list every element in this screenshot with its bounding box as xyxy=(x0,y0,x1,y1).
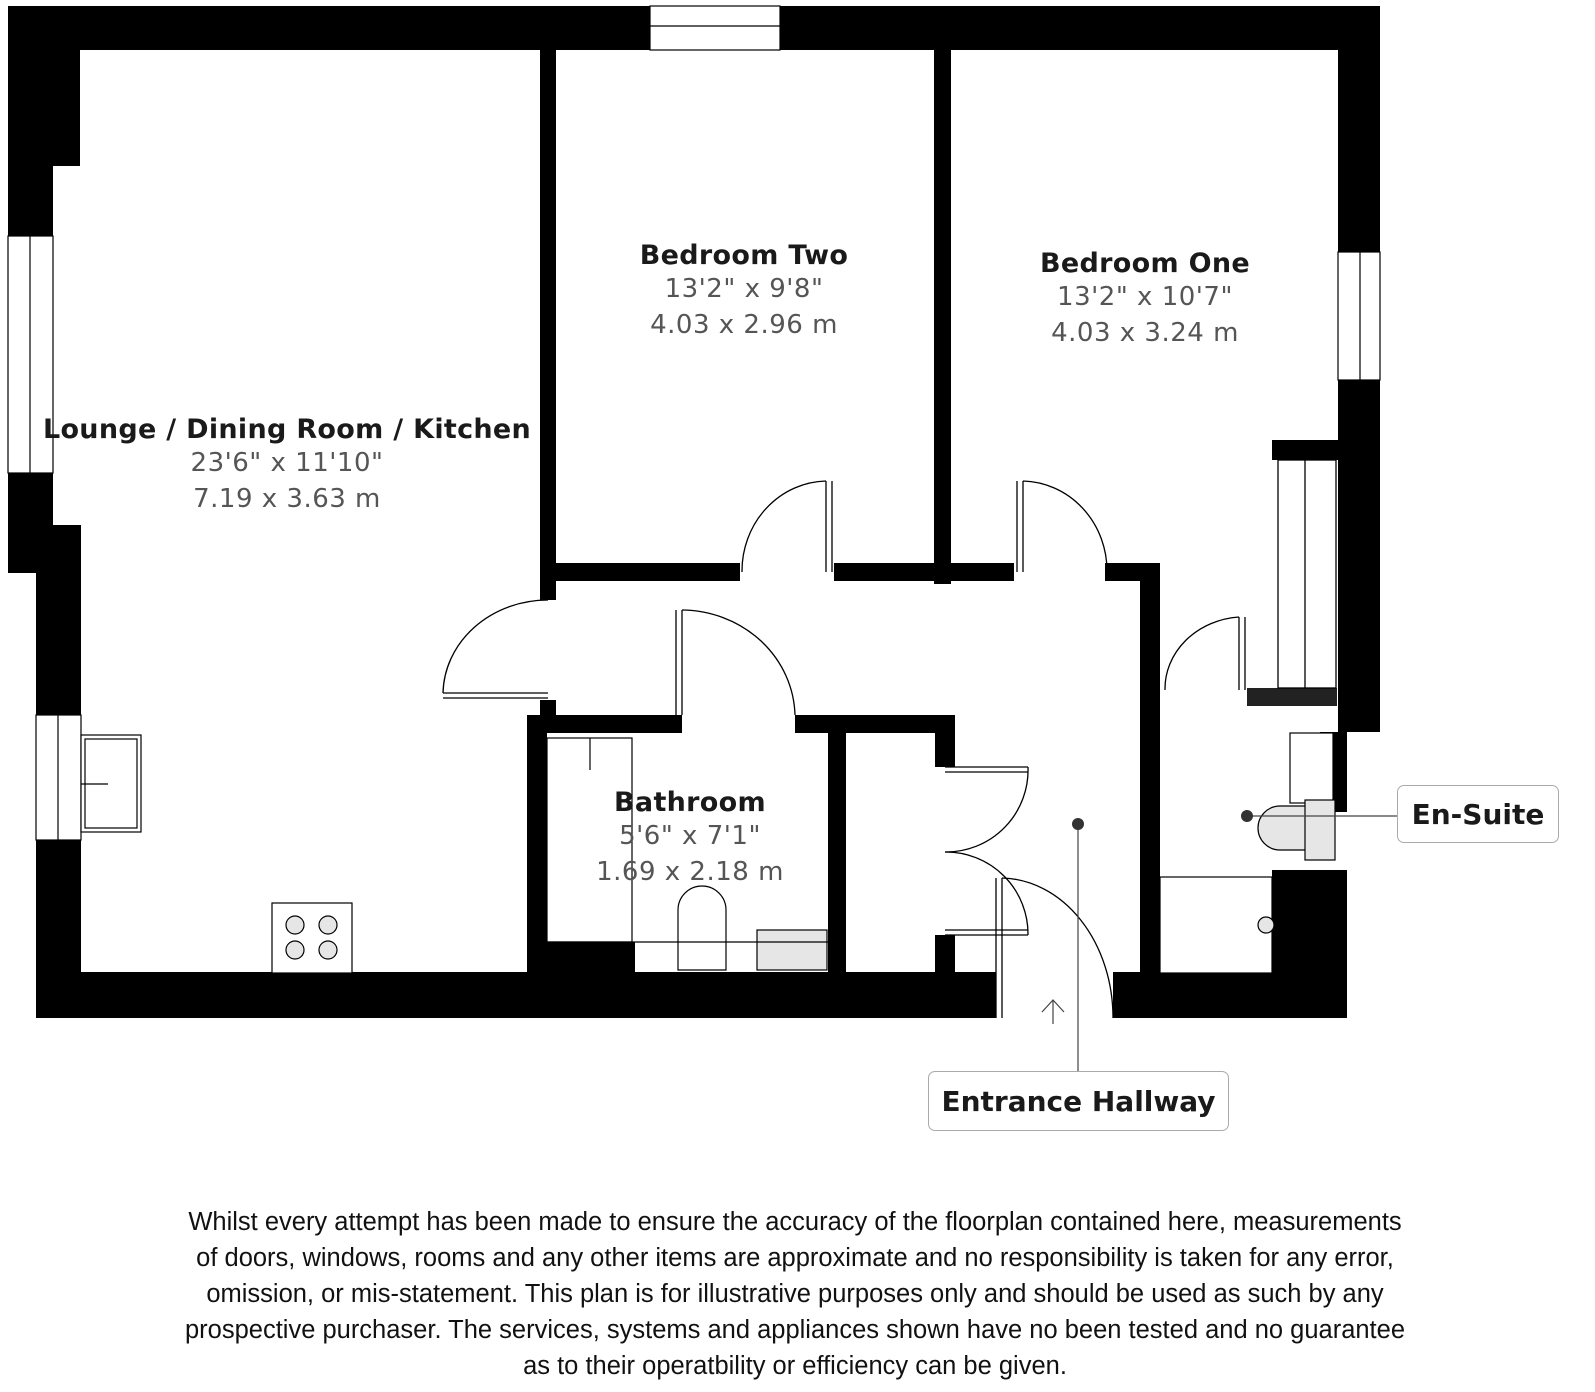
room-dim-metric: 4.03 x 3.24 m xyxy=(1051,318,1239,348)
room-dim-imperial: 13'2" x 10'7" xyxy=(1057,282,1233,312)
room-bathroom: Bathroom 5'6" x 7'1" 1.69 x 2.18 m xyxy=(596,787,784,890)
room-bedroom-two: Bedroom Two 13'2" x 9'8" 4.03 x 2.96 m xyxy=(640,240,848,343)
entrance-arrow-icon xyxy=(1041,999,1065,1024)
room-dim-metric: 4.03 x 2.96 m xyxy=(650,310,838,340)
disclaimer-line: Whilst every attempt has been made to en… xyxy=(188,1208,1402,1236)
disclaimer: Whilst every attempt has been made to en… xyxy=(60,1204,1530,1384)
room-dim-imperial: 23'6" x 11'10" xyxy=(190,448,384,478)
hallway-marker-icon xyxy=(1072,818,1084,830)
room-dim-imperial: 5'6" x 7'1" xyxy=(619,821,761,851)
windows xyxy=(7,5,1381,841)
room-dim-metric: 7.19 x 3.63 m xyxy=(193,484,381,514)
disclaimer-line: of doors, windows, rooms and any other i… xyxy=(196,1244,1394,1272)
ensuite-marker-icon xyxy=(1241,810,1253,822)
room-name: Bedroom Two xyxy=(639,240,849,271)
room-name: Lounge / Dining Room / Kitchen xyxy=(42,414,532,445)
hob-icon xyxy=(271,902,353,974)
basin-icon xyxy=(756,929,828,971)
shower-tray-icon xyxy=(1159,876,1273,974)
doors xyxy=(442,459,1337,1019)
room-name: Bedroom One xyxy=(1040,248,1250,279)
callout-en-suite: En-Suite xyxy=(1397,785,1559,843)
room-bedroom-one: Bedroom One 13'2" x 10'7" 4.03 x 3.24 m xyxy=(1040,248,1250,351)
room-name: Bathroom xyxy=(614,787,766,818)
room-lounge: Lounge / Dining Room / Kitchen 23'6" x 1… xyxy=(43,414,531,517)
disclaimer-line: omission, or mis-statement. This plan is… xyxy=(206,1280,1384,1308)
room-dim-metric: 1.69 x 2.18 m xyxy=(596,857,784,887)
callout-entrance-hallway: Entrance Hallway xyxy=(928,1071,1229,1131)
disclaimer-line: prospective purchaser. The services, sys… xyxy=(184,1316,1406,1344)
fixtures xyxy=(80,732,1336,974)
room-dim-imperial: 13'2" x 9'8" xyxy=(664,274,824,304)
toilet-icon xyxy=(677,885,727,971)
floorplan xyxy=(7,5,1397,1073)
ensuite-basin-icon xyxy=(1289,732,1334,804)
disclaimer-line: as to their operatbility or efficiency c… xyxy=(523,1352,1067,1380)
annotations xyxy=(1041,815,1397,1073)
